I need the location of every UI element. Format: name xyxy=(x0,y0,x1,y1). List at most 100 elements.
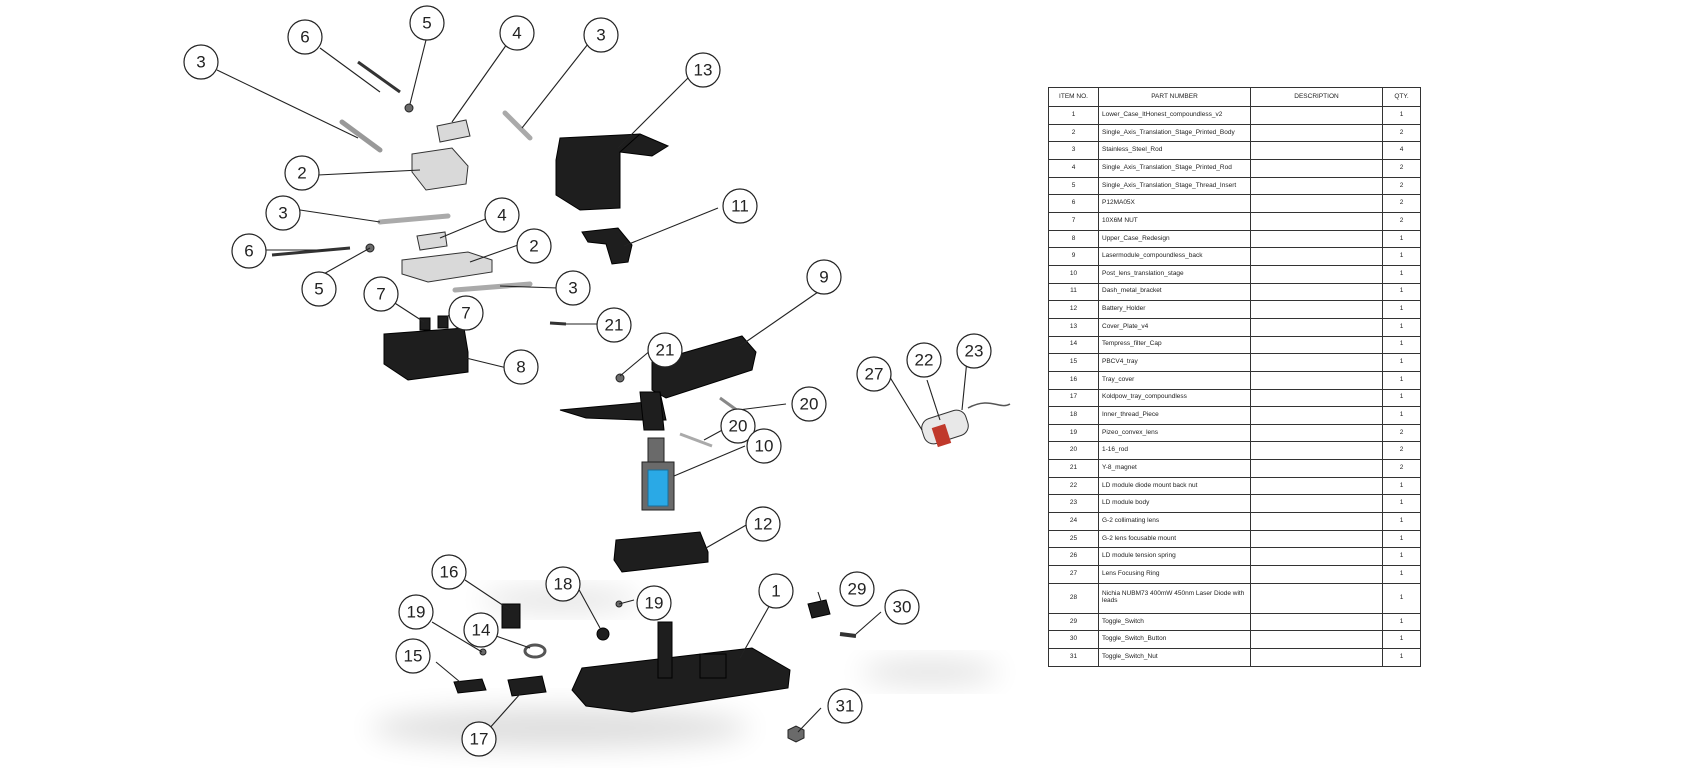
bom-cell-qty: 2 xyxy=(1382,123,1421,143)
bom-cell-qty: 1 xyxy=(1382,630,1421,650)
bom-cell-qty: 2 xyxy=(1382,158,1421,178)
bom-cell-qty: 1 xyxy=(1382,282,1421,302)
bom-cell-item-no: 24 xyxy=(1048,512,1099,531)
bom-cell-part-number: Lasermodule_compoundless_back xyxy=(1098,247,1251,266)
bom-cell-qty: 1 xyxy=(1382,335,1421,355)
svg-text:4: 4 xyxy=(512,24,521,43)
svg-text:2: 2 xyxy=(297,164,306,183)
svg-text:22: 22 xyxy=(915,351,934,370)
balloon-6: 6 xyxy=(231,233,267,269)
bom-cell-item-no: 25 xyxy=(1048,529,1099,549)
lens-19-left xyxy=(479,648,487,656)
balloon-18: 18 xyxy=(545,566,581,602)
bom-cell-qty: 1 xyxy=(1382,476,1421,496)
bom-cell-item-no: 28 xyxy=(1048,582,1099,614)
balloon-27: 27 xyxy=(856,356,892,392)
bom-cell-item-no: 15 xyxy=(1048,353,1099,372)
bom-cell-item-no: 27 xyxy=(1048,565,1099,584)
bom-cell-description xyxy=(1250,494,1383,514)
svg-text:12: 12 xyxy=(754,515,773,534)
balloon-21: 21 xyxy=(596,307,632,343)
assembly-parts xyxy=(271,60,1011,743)
bom-cell-item-no: 17 xyxy=(1048,388,1099,408)
svg-text:1: 1 xyxy=(771,582,780,601)
bom-cell-item-no: 16 xyxy=(1048,370,1099,390)
koldpow-tray-17 xyxy=(507,675,547,697)
bom-cell-description xyxy=(1250,123,1383,143)
bom-cell-description xyxy=(1250,247,1383,266)
bom-cell-part-number: Lens Focusing Ring xyxy=(1098,565,1251,584)
bom-cell-item-no: 13 xyxy=(1048,317,1099,337)
balloon-6: 6 xyxy=(287,19,323,55)
bom-cell-qty: 1 xyxy=(1382,406,1421,425)
bom-cell-part-number: 1-16_rod xyxy=(1098,441,1251,461)
svg-text:19: 19 xyxy=(645,594,664,613)
bom-cell-part-number: 10X6M NUT xyxy=(1098,211,1251,231)
bom-cell-part-number: PBCV4_tray xyxy=(1098,353,1251,372)
bom-cell-description xyxy=(1250,176,1383,196)
bom-cell-qty: 1 xyxy=(1382,353,1421,372)
bracket-11 xyxy=(581,227,633,265)
balloon-2: 2 xyxy=(284,155,320,191)
rod-3-mid xyxy=(377,213,451,225)
svg-text:20: 20 xyxy=(800,395,819,414)
bom-cell-description xyxy=(1250,529,1383,549)
bom-header-item-no: ITEM NO. xyxy=(1048,87,1099,107)
bom-cell-part-number: Single_Axis_Translation_Stage_Printed_Ro… xyxy=(1098,158,1251,178)
svg-text:2: 2 xyxy=(529,237,538,256)
bom-cell-description xyxy=(1250,388,1383,408)
bom-cell-part-number: LD module tension spring xyxy=(1098,547,1251,567)
svg-text:15: 15 xyxy=(404,647,423,666)
balloon-13: 13 xyxy=(685,52,721,88)
balloon-21: 21 xyxy=(647,332,683,368)
bom-cell-description xyxy=(1250,229,1383,249)
bom-cell-qty: 1 xyxy=(1382,565,1421,584)
svg-text:3: 3 xyxy=(278,204,287,223)
balloon-15: 15 xyxy=(395,638,431,674)
balloon-16: 16 xyxy=(431,554,467,590)
bom-cell-item-no: 7 xyxy=(1048,211,1099,231)
svg-text:3: 3 xyxy=(196,53,205,72)
balloon-20: 20 xyxy=(791,386,827,422)
balloon-7: 7 xyxy=(448,295,484,331)
rod-3-topright xyxy=(502,110,533,141)
bom-cell-description xyxy=(1250,423,1383,443)
balloon-31: 31 xyxy=(827,688,863,724)
bom-cell-qty: 1 xyxy=(1382,529,1421,549)
svg-text:21: 21 xyxy=(656,341,675,360)
bom-cell-description xyxy=(1250,141,1383,160)
balloon-2: 2 xyxy=(516,228,552,264)
bom-cell-part-number: G-2 collimating lens xyxy=(1098,512,1251,531)
balloon-10: 10 xyxy=(746,428,782,464)
bom-cell-description xyxy=(1250,565,1383,584)
magnet-21-lower xyxy=(615,373,625,383)
bom-cell-part-number: LD module diode mount back nut xyxy=(1098,476,1251,496)
svg-text:4: 4 xyxy=(497,206,506,225)
tray-cover-16 xyxy=(501,603,521,629)
rod-3-lower xyxy=(452,281,533,293)
battery-holder-12 xyxy=(613,531,709,573)
balloon-8: 8 xyxy=(503,349,539,385)
bom-cell-part-number: LD module body xyxy=(1098,494,1251,514)
balloon-19: 19 xyxy=(636,585,672,621)
screw-6-top xyxy=(357,60,401,94)
svg-text:18: 18 xyxy=(554,575,573,594)
bom-cell-part-number: Nichia NUBM73 400mW 450nm Laser Diode wi… xyxy=(1098,582,1251,614)
stage-2-lower xyxy=(401,251,493,283)
bom-cell-description xyxy=(1250,317,1383,337)
svg-text:10: 10 xyxy=(755,437,774,456)
svg-text:30: 30 xyxy=(893,598,912,617)
bom-header-description: DESCRIPTION xyxy=(1250,87,1383,107)
